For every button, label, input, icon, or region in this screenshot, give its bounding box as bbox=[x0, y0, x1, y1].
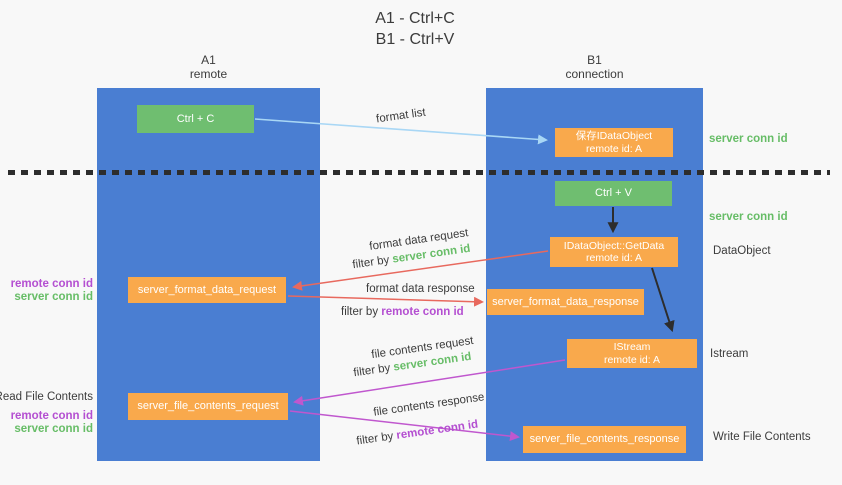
node-server-format-data-response-label: server_format_data_response bbox=[492, 295, 639, 308]
right-write-file-contents-label: Write File Contents bbox=[713, 431, 811, 443]
left-remote-conn-id-2: remote conn id bbox=[10, 410, 93, 422]
node-istream-line2: remote id: A bbox=[603, 353, 661, 366]
filter-by-text: filter by bbox=[355, 429, 398, 448]
right-server-conn-id-1: server conn id bbox=[709, 133, 788, 145]
node-server-format-data-request: server_format_data_request bbox=[128, 277, 286, 303]
node-save-idataobject: 保存IDataObject remote id: A bbox=[555, 128, 673, 157]
left-server-conn-id-2: server conn id bbox=[14, 423, 93, 435]
node-idataobject-getdata-line1: IDataObject::GetData bbox=[563, 239, 665, 252]
node-server-file-contents-request-label: server_file_contents_request bbox=[137, 400, 279, 412]
node-save-idataobject-line1: 保存IDataObject bbox=[575, 130, 653, 142]
left-remote-conn-id-1: remote conn id bbox=[10, 278, 93, 290]
node-ctrl-v: Ctrl + V bbox=[555, 181, 672, 206]
copy-paste-separator-line bbox=[8, 170, 830, 175]
title-line-2: B1 - Ctrl+V bbox=[375, 31, 455, 48]
right-dataobject-label: DataObject bbox=[713, 245, 771, 257]
remote-conn-id-text: remote conn id bbox=[395, 418, 479, 442]
lifeline-header-b1: B1 connection bbox=[486, 53, 703, 81]
node-ctrl-c: Ctrl + C bbox=[137, 105, 254, 133]
node-istream: IStream remote id: A bbox=[567, 339, 697, 368]
node-ctrl-c-label: Ctrl + C bbox=[176, 112, 215, 125]
lifeline-header-a1: A1 remote bbox=[97, 53, 320, 81]
file-contents-response-label: file contents response bbox=[372, 391, 486, 419]
lifeline-a1-name: A1 bbox=[201, 53, 216, 67]
node-istream-line1: IStream bbox=[613, 341, 651, 353]
right-istream-label: Istream bbox=[710, 348, 749, 360]
format-data-response-label: format data response bbox=[366, 283, 475, 295]
right-server-conn-id-2: server conn id bbox=[709, 211, 788, 223]
lifeline-b1-name: B1 bbox=[587, 53, 602, 67]
filter-by-text: filter by bbox=[352, 361, 395, 380]
left-server-conn-id-1: server conn id bbox=[14, 291, 93, 303]
node-ctrl-v-label: Ctrl + V bbox=[595, 187, 632, 199]
node-idataobject-getdata-line2: remote id: A bbox=[585, 252, 643, 264]
filter-by-text: filter by bbox=[351, 253, 394, 272]
diagram-title: A1 - Ctrl+C B1 - Ctrl+V bbox=[0, 8, 830, 50]
filter-by-text: filter by bbox=[341, 306, 382, 318]
node-server-file-contents-request: server_file_contents_request bbox=[128, 393, 288, 420]
format-list-label: format list bbox=[375, 106, 427, 126]
node-server-file-contents-response-label: server_file_contents_response bbox=[529, 433, 680, 445]
node-server-file-contents-response: server_file_contents_response bbox=[523, 426, 686, 453]
left-read-file-contents-label: Read File Contents bbox=[0, 391, 93, 403]
file-contents-response-filter-label: filter by remote conn id bbox=[356, 419, 479, 448]
node-server-format-data-response: server_format_data_response bbox=[487, 289, 644, 315]
node-idataobject-getdata: IDataObject::GetData remote id: A bbox=[550, 237, 678, 267]
title-line-1: A1 - Ctrl+C bbox=[375, 10, 455, 27]
format-data-response-filter-label: filter by remote conn id bbox=[341, 306, 464, 318]
node-save-idataobject-line2: remote id: A bbox=[585, 142, 643, 155]
lifeline-b1-role: connection bbox=[565, 67, 624, 81]
remote-conn-id-text: remote conn id bbox=[381, 306, 464, 318]
lifeline-a1-role: remote bbox=[189, 67, 228, 81]
node-server-format-data-request-label: server_format_data_request bbox=[137, 283, 277, 296]
